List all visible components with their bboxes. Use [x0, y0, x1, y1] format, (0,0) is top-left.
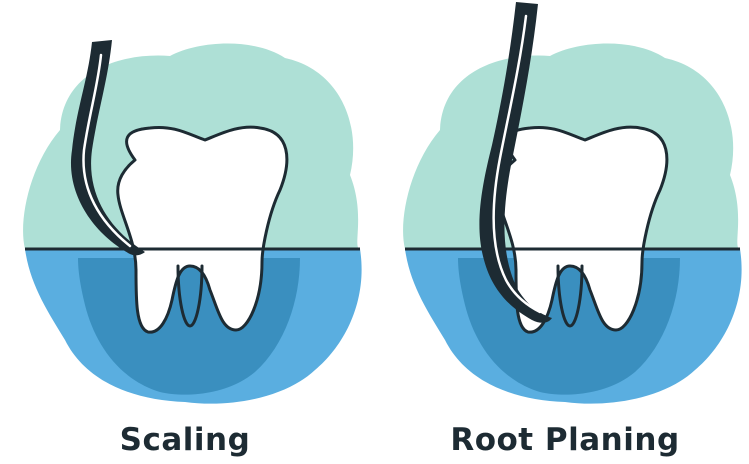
dental-curette-icon [479, 2, 552, 323]
root-planing-illustration [403, 2, 742, 404]
dental-scaler-icon [70, 40, 145, 256]
scaling-illustration [23, 40, 362, 404]
molar-tooth-icon [496, 125, 669, 334]
molar-tooth-icon [116, 125, 289, 334]
scaling-label: Scaling [119, 422, 251, 458]
root-planing-label: Root Planing [450, 422, 680, 458]
